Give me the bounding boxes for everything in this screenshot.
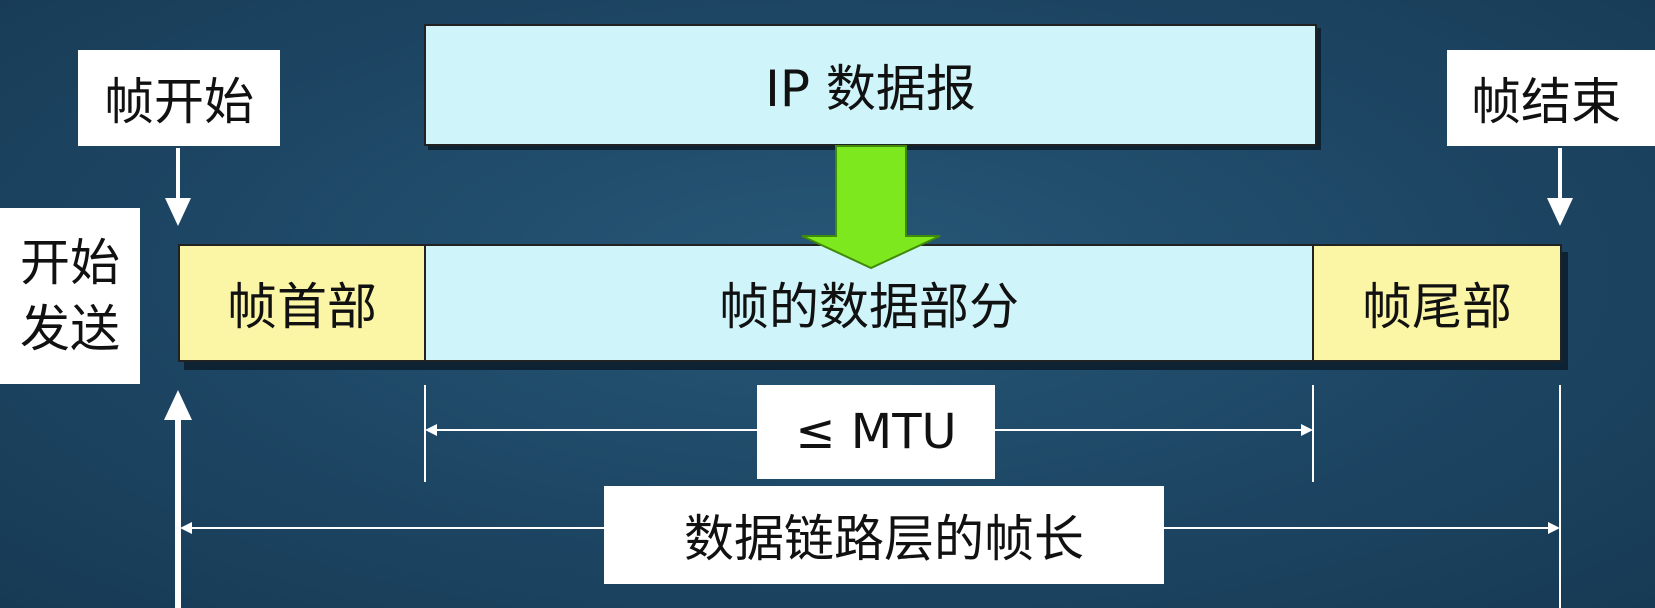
frame-length-label: 数据链路层的帧长 xyxy=(604,486,1164,584)
frame-end-label: 帧结束 xyxy=(1447,50,1655,146)
ip-datagram-box: IP 数据报 xyxy=(424,24,1317,146)
frame-start-arrowhead xyxy=(165,198,191,226)
frame-header-segment: 帧首部 xyxy=(178,244,426,362)
frame-data-segment: 帧的数据部分 xyxy=(424,244,1314,362)
frame-trailer-label: 帧尾部 xyxy=(1362,278,1512,336)
frame-trailer-segment: 帧尾部 xyxy=(1312,244,1562,362)
frame-data-label: 帧的数据部分 xyxy=(719,278,1019,336)
frame-end-arrowhead xyxy=(1547,198,1573,226)
start-sending-line-2: 发送 xyxy=(20,300,120,358)
frame-header-label: 帧首部 xyxy=(227,278,377,336)
mtu-label: ≤ MTU xyxy=(757,385,995,479)
start-sending-line-1: 开始 xyxy=(20,234,120,292)
frame-start-label: 帧开始 xyxy=(78,50,280,146)
start-sending-arrowhead xyxy=(164,390,192,420)
start-sending-label: 开始 发送 xyxy=(0,208,140,384)
ip-datagram-label: IP 数据报 xyxy=(765,60,976,118)
